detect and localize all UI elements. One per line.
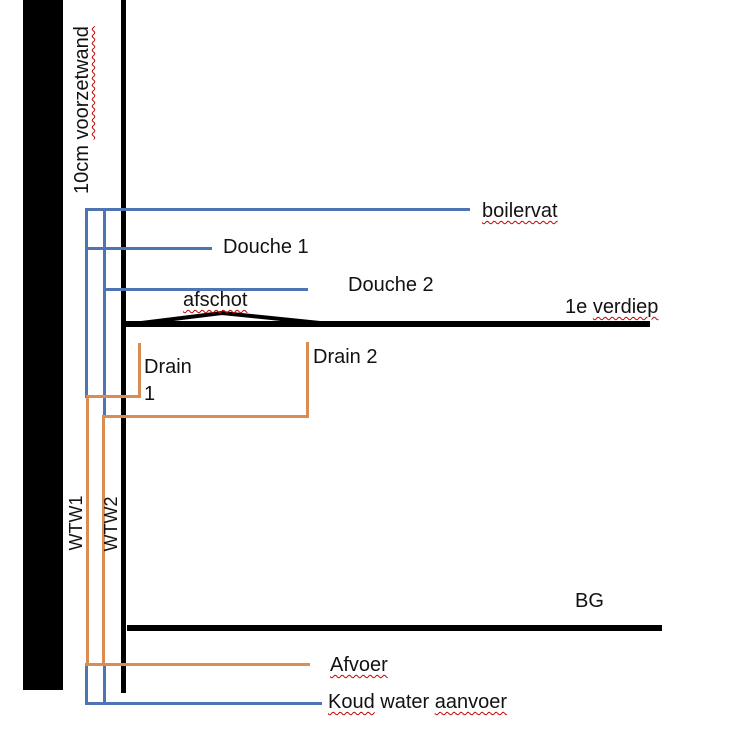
pipe-boilervat-line xyxy=(85,208,470,211)
douche2-label: Douche 2 xyxy=(348,274,434,296)
pipe-wtw2-vertical xyxy=(102,415,105,666)
douche1-label: Douche 1 xyxy=(223,236,309,258)
koud-water-label-word3: aanvoer xyxy=(434,691,508,713)
koud-water-label-word2: water xyxy=(374,691,435,713)
verdiep-label: 1e verdiep xyxy=(565,296,658,318)
voorzetwand-label: 10cm voorzetwand xyxy=(71,26,93,194)
afvoer-label: Afvoer xyxy=(330,654,388,676)
drain1-label: Drain 1 xyxy=(144,354,192,408)
pipe-afvoer-line xyxy=(85,663,310,666)
voorzetwand-label-prefix: 10cm xyxy=(71,139,93,194)
afschot-slope-shape xyxy=(123,310,322,327)
pipe-riser2-lower xyxy=(103,666,106,705)
pipe-drain1-vertical xyxy=(138,343,141,397)
voorzetwand-label-flagged: voorzetwand xyxy=(71,26,93,140)
pipe-drain1-horizontal xyxy=(86,395,141,398)
drain2-label: Drain 2 xyxy=(313,346,378,368)
inner-wall-line xyxy=(121,0,126,693)
wtw2-label: WTW2 xyxy=(101,496,121,552)
pipe-douche1-line xyxy=(85,247,212,250)
pipe-koud-water-line xyxy=(85,702,322,705)
pipe-wtw1-vertical xyxy=(86,395,89,666)
pipe-riser1-lower xyxy=(85,666,88,705)
pipe-drain2-horizontal xyxy=(102,415,309,418)
pipe-douche2-line xyxy=(103,288,308,291)
wtw1-label: WTW1 xyxy=(66,495,86,551)
koud-water-label: Koud water aanvoer xyxy=(328,691,507,713)
ground-floor-line xyxy=(127,625,662,631)
verdiep-label-prefix: 1e xyxy=(565,296,593,318)
drain1-label-line2: 1 xyxy=(144,383,156,405)
voorzetwand-wall-bar xyxy=(23,0,63,690)
boilervat-label: boilervat xyxy=(482,200,558,222)
first-floor-line xyxy=(123,321,650,327)
pipe-drain2-vertical xyxy=(306,342,309,418)
pipe-riser1-upper xyxy=(85,208,88,398)
koud-water-label-word1: Koud xyxy=(328,691,375,713)
bg-label: BG xyxy=(575,590,604,612)
drain1-label-line1: Drain xyxy=(144,356,192,378)
verdiep-label-flagged: verdiep xyxy=(592,296,659,318)
afschot-label: afschot xyxy=(183,289,248,311)
pipe-riser2-upper xyxy=(103,208,106,418)
